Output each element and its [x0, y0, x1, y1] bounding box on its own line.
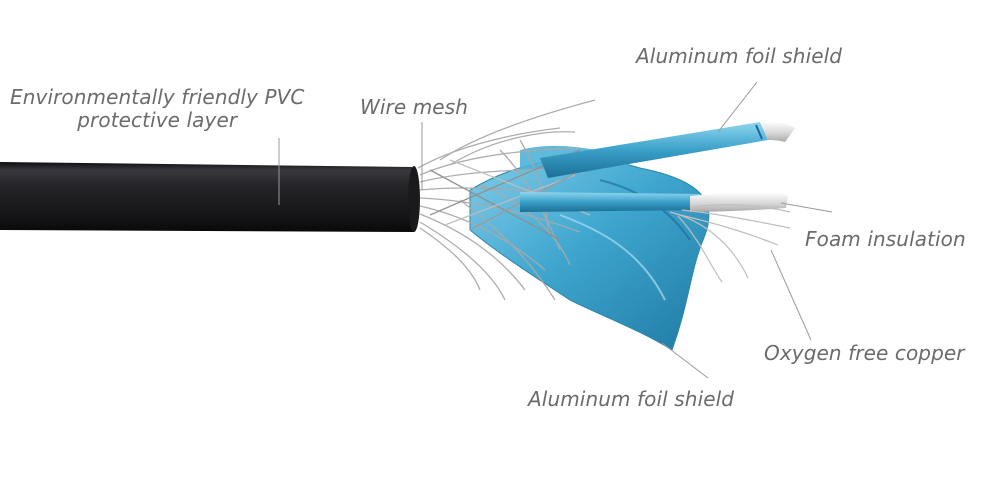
pvc-jacket: [0, 162, 420, 232]
pvc-layer-label: Environmentally friendly PVC protective …: [10, 86, 304, 132]
copper-strands: [669, 204, 791, 283]
foil-shield-top-label: Aluminum foil shield: [636, 44, 843, 68]
foil-sheet: [469, 145, 710, 351]
foil-wrapped-conductor: [540, 121, 795, 178]
foam-insulated-conductor: [520, 192, 788, 212]
pvc-label-line2: protective layer: [77, 108, 238, 132]
foam-insulation-label: Foam insulation: [805, 227, 966, 251]
pvc-label-line1: Environmentally friendly PVC: [10, 85, 305, 109]
wire-mesh-label: Wire mesh: [360, 95, 468, 119]
foil-shield-bottom-label: Aluminum foil shield: [528, 387, 735, 411]
leader-lines: [278, 81, 833, 379]
copper-label: Oxygen free copper: [764, 341, 965, 365]
